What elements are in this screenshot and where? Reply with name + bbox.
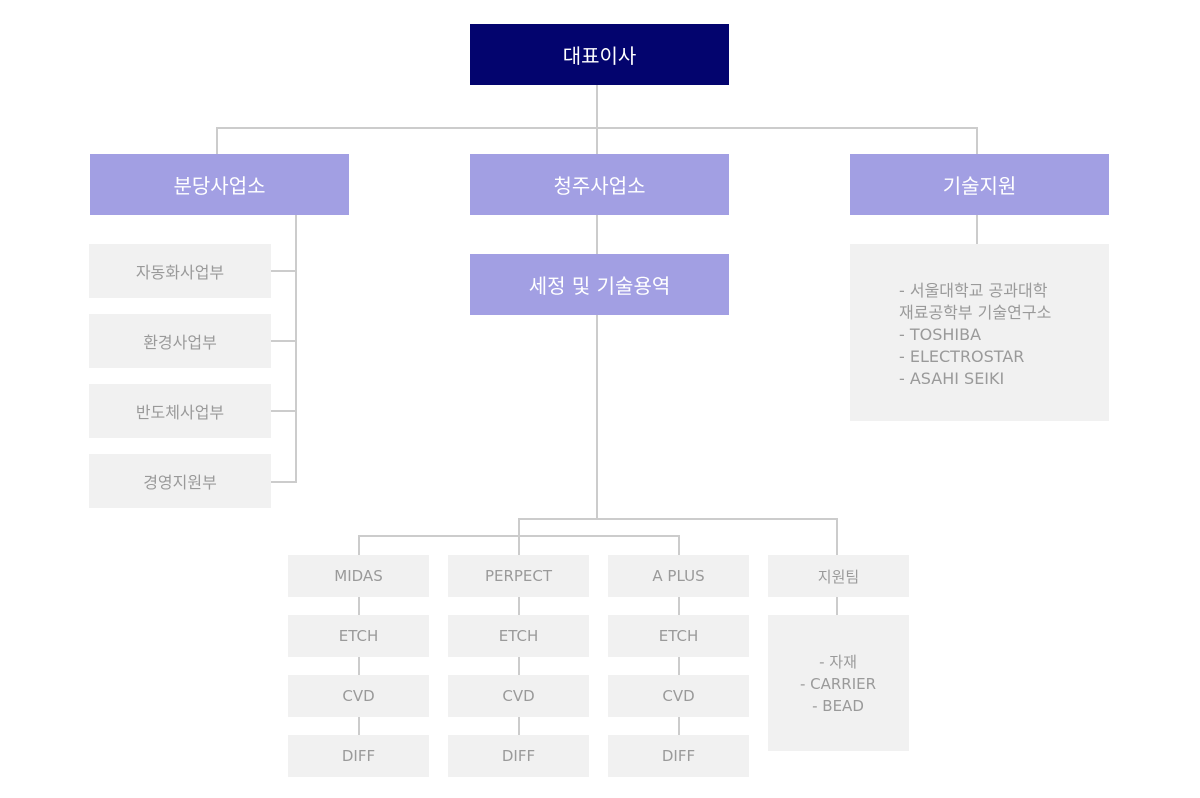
team-aplus: A PLUS bbox=[608, 555, 749, 597]
division-bundang-label: 분당사업소 bbox=[173, 174, 266, 198]
connector-dept-1 bbox=[271, 270, 297, 272]
partner-item: - 서울대학교 공과대학 bbox=[899, 281, 1048, 300]
team-item-label: DIFF bbox=[661, 747, 696, 765]
team-item: DIFF bbox=[448, 735, 589, 777]
team-item-label: ETCH bbox=[658, 627, 699, 645]
team-item-label: ETCH bbox=[498, 627, 539, 645]
team-item: ETCH bbox=[288, 615, 429, 657]
partner-item: - ASAHI SEIKI bbox=[899, 369, 1005, 388]
department-label: 경영지원부 bbox=[143, 473, 217, 492]
department-box: 환경사업부 bbox=[89, 314, 271, 368]
cheongju-service-box: 세정 및 기술용역 bbox=[470, 254, 729, 315]
connector-perpect-drop bbox=[518, 535, 520, 556]
support-item-list: - 자재 - CARRIER - BEAD bbox=[768, 651, 908, 717]
department-label: 반도체사업부 bbox=[135, 403, 225, 422]
division-cheongju: 청주사업소 bbox=[470, 154, 729, 215]
team-midas: MIDAS bbox=[288, 555, 429, 597]
connector-dept-3 bbox=[271, 410, 297, 412]
support-items-box: - 자재 - CARRIER - BEAD bbox=[768, 615, 909, 751]
connector-aplus-drop bbox=[678, 535, 680, 556]
connector-support-col bbox=[836, 596, 838, 616]
team-label: MIDAS bbox=[334, 567, 383, 585]
division-tech-support: 기술지원 bbox=[850, 154, 1109, 215]
support-item: - 자재 bbox=[819, 653, 857, 671]
connector-service-down bbox=[596, 315, 598, 520]
department-box: 경영지원부 bbox=[89, 454, 271, 508]
team-item: CVD bbox=[288, 675, 429, 717]
division-bundang: 분당사업소 bbox=[90, 154, 349, 215]
connector-service-mid-horizontal bbox=[518, 518, 838, 520]
connector-perpect-col bbox=[518, 596, 520, 736]
support-item: - CARRIER bbox=[799, 675, 877, 693]
team-item-label: ETCH bbox=[338, 627, 379, 645]
connector-dept-4 bbox=[271, 481, 297, 483]
team-label: PERPECT bbox=[484, 567, 553, 585]
tech-support-partners-box: - 서울대학교 공과대학 재료공학부 기술연구소 - TOSHIBA - ELE… bbox=[850, 244, 1109, 421]
connector-techsupport-partners bbox=[976, 215, 978, 245]
team-label: A PLUS bbox=[652, 567, 705, 585]
team-item: DIFF bbox=[608, 735, 749, 777]
connector-cheongju-drop bbox=[596, 127, 598, 155]
team-item-label: DIFF bbox=[501, 747, 536, 765]
department-label: 자동화사업부 bbox=[135, 263, 225, 282]
ceo-box: 대표이사 bbox=[470, 24, 729, 85]
department-box: 자동화사업부 bbox=[89, 244, 271, 298]
cheongju-service-label: 세정 및 기술용역 bbox=[528, 274, 671, 298]
department-label: 환경사업부 bbox=[143, 333, 217, 352]
team-item-label: CVD bbox=[662, 687, 695, 705]
division-tech-support-label: 기술지원 bbox=[942, 174, 1017, 198]
team-support: 지원팀 bbox=[768, 555, 909, 597]
team-item: ETCH bbox=[448, 615, 589, 657]
department-box: 반도체사업부 bbox=[89, 384, 271, 438]
team-perpect: PERPECT bbox=[448, 555, 589, 597]
connector-ceo-down bbox=[596, 85, 598, 129]
partner-item: - TOSHIBA bbox=[899, 325, 982, 344]
connector-cheongju-service bbox=[596, 215, 598, 255]
connector-perpect-lead bbox=[518, 518, 520, 536]
connector-bundang-drop bbox=[216, 127, 218, 155]
connector-dept-2 bbox=[271, 340, 297, 342]
team-item-label: CVD bbox=[342, 687, 375, 705]
support-item: - BEAD bbox=[812, 697, 864, 715]
connector-midas-col bbox=[358, 596, 360, 736]
tech-support-partner-list: - 서울대학교 공과대학 재료공학부 기술연구소 - TOSHIBA - ELE… bbox=[899, 280, 1051, 390]
team-item: ETCH bbox=[608, 615, 749, 657]
connector-midas-drop bbox=[358, 535, 360, 556]
team-item-label: DIFF bbox=[341, 747, 376, 765]
team-item: CVD bbox=[608, 675, 749, 717]
team-item: CVD bbox=[448, 675, 589, 717]
connector-aplus-col bbox=[678, 596, 680, 736]
division-cheongju-label: 청주사업소 bbox=[553, 174, 646, 198]
team-item: DIFF bbox=[288, 735, 429, 777]
partner-item: 재료공학부 기술연구소 bbox=[899, 303, 1052, 322]
connector-techsupport-drop bbox=[976, 127, 978, 155]
ceo-label: 대표이사 bbox=[562, 44, 637, 68]
team-label: 지원팀 bbox=[817, 567, 860, 586]
partner-item: - ELECTROSTAR bbox=[899, 347, 1025, 366]
connector-bundang-vertical bbox=[295, 215, 297, 483]
connector-support-drop bbox=[836, 518, 838, 556]
team-item-label: CVD bbox=[502, 687, 535, 705]
